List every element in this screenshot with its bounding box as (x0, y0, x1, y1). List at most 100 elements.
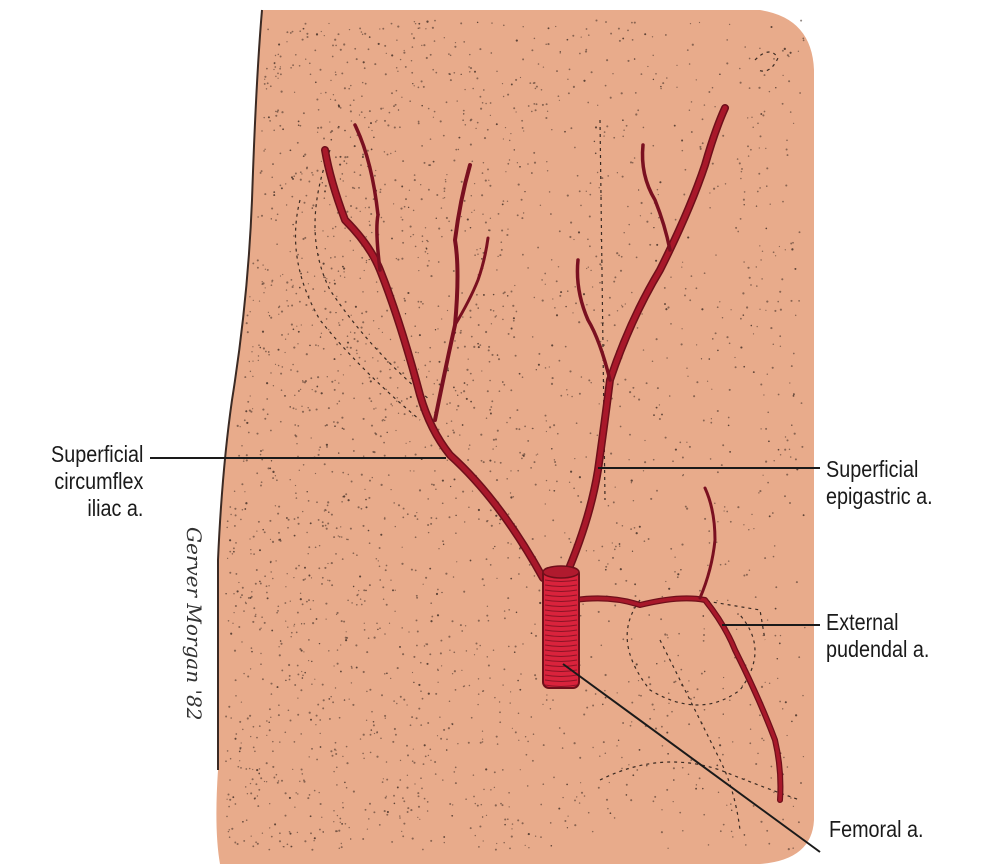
stipple-dot (664, 303, 666, 305)
stipple-dot (300, 593, 301, 594)
stipple-dot (427, 524, 429, 526)
stipple-dot (474, 183, 475, 184)
stipple-dot (294, 434, 296, 436)
stipple-dot (708, 91, 710, 93)
stipple-dot (488, 620, 490, 622)
stipple-dot (774, 545, 776, 547)
stipple-dot (622, 525, 624, 527)
stipple-dot (511, 291, 513, 293)
stipple-dot (361, 257, 363, 259)
stipple-dot (790, 797, 792, 799)
stipple-dot (717, 306, 719, 308)
stipple-dot (356, 554, 358, 556)
stipple-dot (795, 714, 797, 716)
stipple-dot (493, 294, 494, 295)
stipple-dot (509, 159, 510, 160)
stipple-dot (426, 21, 428, 23)
stipple-dot (345, 823, 347, 825)
stipple-dot (418, 122, 420, 124)
stipple-dot (661, 726, 663, 728)
stipple-dot (271, 207, 273, 209)
stipple-dot (361, 508, 363, 510)
stipple-dot (266, 592, 268, 594)
stipple-dot (786, 149, 788, 151)
stipple-dot (749, 569, 750, 570)
stipple-dot (340, 671, 342, 673)
stipple-dot (457, 743, 458, 744)
stipple-dot (535, 678, 537, 680)
stipple-dot (464, 230, 466, 232)
stipple-dot (377, 629, 378, 630)
stipple-dot (305, 380, 307, 382)
stipple-dot (443, 135, 445, 137)
stipple-dot (330, 131, 332, 133)
stipple-dot (414, 179, 416, 181)
stipple-dot (252, 408, 253, 409)
stipple-dot (340, 178, 341, 179)
stipple-dot (481, 370, 482, 371)
stipple-dot (767, 619, 768, 620)
stipple-dot (249, 768, 251, 770)
stipple-dot (772, 367, 774, 369)
stipple-dot (327, 236, 328, 237)
stipple-dot (332, 56, 334, 58)
stipple-dot (414, 515, 416, 517)
stipple-dot (523, 453, 525, 455)
stipple-dot (516, 40, 518, 42)
stipple-dot (294, 807, 295, 808)
stipple-dot (515, 355, 517, 357)
stipple-dot (335, 553, 337, 555)
stipple-dot (697, 688, 699, 690)
stipple-dot (290, 636, 291, 637)
stipple-dot (362, 82, 363, 83)
stipple-dot (717, 185, 719, 187)
stipple-dot (499, 701, 500, 702)
stipple-dot (407, 811, 409, 813)
stipple-dot (510, 389, 512, 391)
stipple-dot (499, 711, 501, 713)
stipple-dot (264, 76, 266, 78)
stipple-dot (250, 371, 251, 372)
stipple-dot (532, 760, 534, 762)
stipple-dot (308, 181, 310, 183)
stipple-dot (346, 211, 348, 213)
stipple-dot (588, 812, 590, 814)
stipple-dot (261, 170, 263, 172)
stipple-dot (284, 602, 286, 604)
stipple-dot (312, 622, 314, 624)
stipple-dot (531, 632, 533, 634)
stipple-dot (232, 796, 234, 798)
stipple-dot (468, 358, 469, 359)
stipple-dot (562, 797, 563, 798)
stipple-dot (607, 563, 608, 564)
stipple-dot (428, 371, 429, 372)
stipple-dot (278, 349, 280, 351)
stipple-dot (757, 326, 758, 327)
stipple-dot (255, 783, 257, 785)
stipple-dot (336, 614, 337, 615)
stipple-dot (297, 370, 299, 372)
stipple-dot (773, 251, 775, 253)
stipple-dot (520, 769, 521, 770)
stipple-dot (350, 528, 352, 530)
stipple-dot (385, 416, 387, 418)
stipple-dot (250, 549, 251, 550)
stipple-dot (327, 563, 328, 564)
stipple-dot (412, 838, 414, 840)
stipple-dot (688, 723, 690, 725)
stipple-dot (554, 307, 556, 309)
stipple-dot (798, 821, 800, 823)
stipple-dot (302, 39, 304, 41)
stipple-dot (780, 309, 782, 311)
stipple-dot (546, 161, 547, 162)
stipple-dot (777, 658, 778, 659)
stipple-dot (350, 332, 351, 333)
stipple-dot (353, 552, 355, 554)
stipple-dot (773, 556, 775, 558)
stipple-dot (394, 611, 395, 612)
stipple-dot (263, 292, 264, 293)
stipple-dot (306, 33, 308, 35)
stipple-dot (250, 783, 251, 784)
stipple-dot (414, 21, 415, 22)
stipple-dot (279, 832, 281, 834)
